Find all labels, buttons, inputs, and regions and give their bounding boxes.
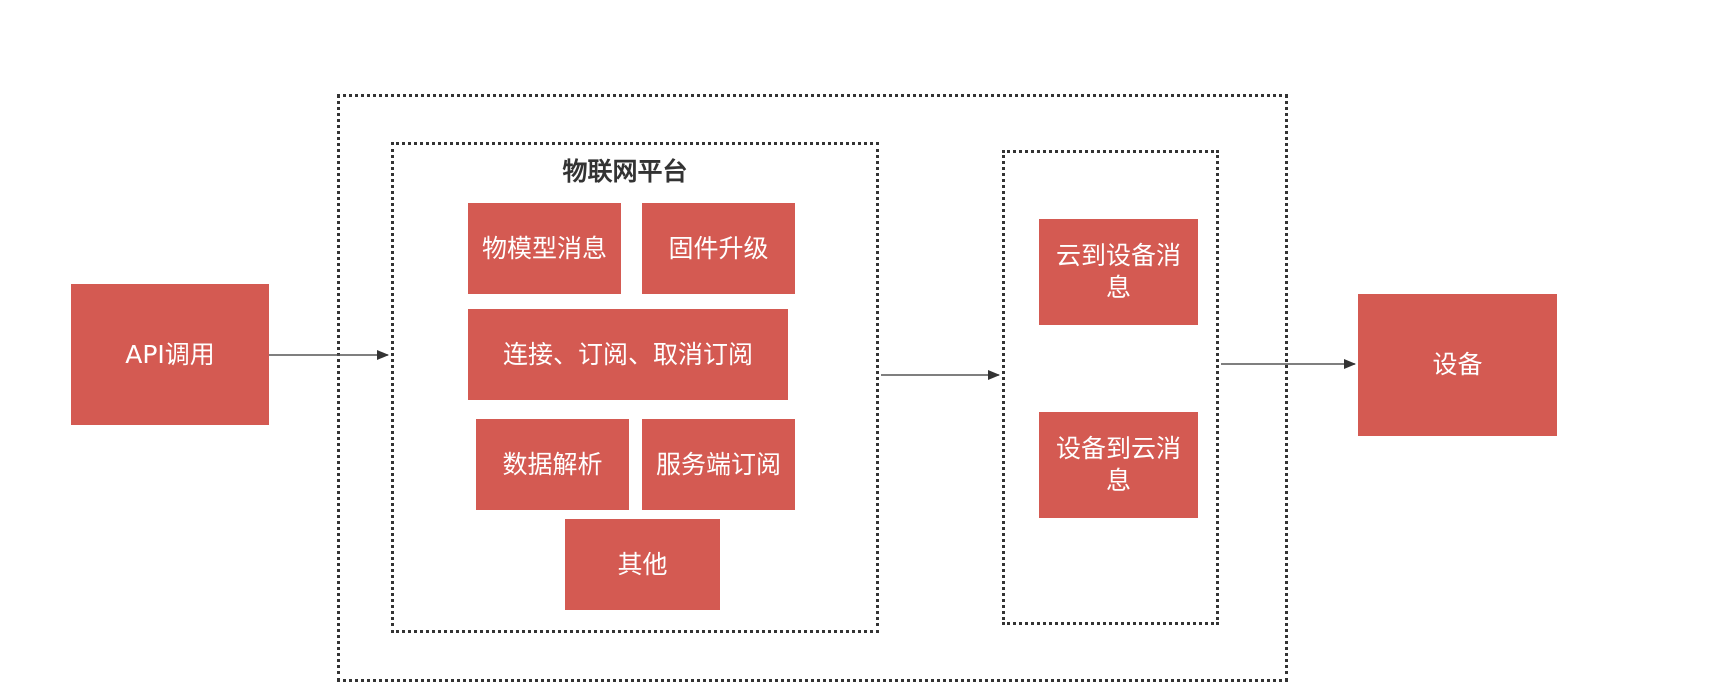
data-parsing-box: 数据解析 (476, 419, 629, 510)
iot-platform-container (391, 142, 879, 633)
server-subscription-box: 服务端订阅 (642, 419, 795, 510)
cloud-to-device-message-box: 云到设备消息 (1039, 219, 1198, 325)
device-to-cloud-message-box: 设备到云消息 (1039, 412, 1198, 518)
thing-model-message-box: 物模型消息 (468, 203, 621, 294)
device-box: 设备 (1358, 294, 1557, 436)
connect-subscribe-box: 连接、订阅、取消订阅 (468, 309, 788, 400)
platform-title: 物联网平台 (562, 157, 688, 186)
api-call-box: API调用 (71, 284, 269, 425)
other-box: 其他 (565, 519, 720, 610)
outer-container (337, 94, 1288, 682)
firmware-upgrade-box: 固件升级 (642, 203, 795, 294)
message-container (1002, 150, 1219, 625)
